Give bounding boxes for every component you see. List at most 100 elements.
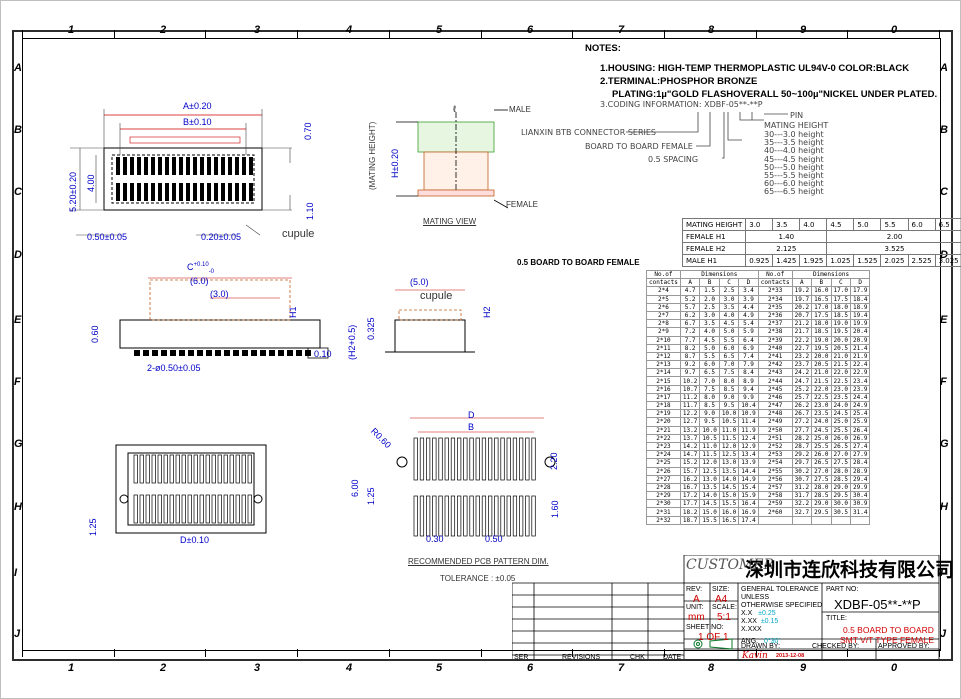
label-cupule: cupule <box>282 228 315 240</box>
table-cell: 13.4 <box>738 450 759 460</box>
pin-mark <box>186 157 190 175</box>
zone-letter-left: D <box>14 249 22 261</box>
table-cell: 2*45 <box>757 384 793 394</box>
table-cell: 2*15 <box>646 376 681 386</box>
pin-mark <box>130 157 134 175</box>
table-cell: 13.0 <box>699 474 720 484</box>
tb-xxxx: X.XXX <box>741 626 762 633</box>
table-cell: 24.9 <box>849 400 871 411</box>
coding-mh-title: MATING HEIGHT <box>764 121 829 130</box>
pin-mark <box>143 350 149 356</box>
pin-mark <box>525 437 530 481</box>
table-cell: 22.0 <box>830 368 851 378</box>
table-cell: 11.0 <box>699 441 720 452</box>
tb-xx: X.X <box>741 610 753 617</box>
table-cell: 12.2 <box>679 409 701 419</box>
table-cell: 14.7 <box>679 450 701 460</box>
table-cell <box>830 515 851 525</box>
zone-number-bottom: 1 <box>68 662 75 674</box>
dt-col-header: C <box>830 278 851 288</box>
zone-letter-right: E <box>940 314 948 326</box>
table-cell: 2*43 <box>757 368 793 378</box>
pin-mark <box>207 183 211 201</box>
zone-letter-right: G <box>940 438 949 450</box>
pin-mark <box>233 350 239 356</box>
pcb-dim-125: 1.25 <box>366 487 376 505</box>
pin-mark <box>139 454 144 484</box>
zone-number-bottom: 7 <box>618 662 625 674</box>
zone-number-bottom: 8 <box>708 662 715 674</box>
table-cell: 8.7 <box>679 351 701 362</box>
table-cell: 28.5 <box>811 491 832 501</box>
side-view-drawing <box>119 277 329 359</box>
table-cell: 29.5 <box>830 491 851 501</box>
table-cell: 4.7 <box>679 286 701 296</box>
table-cell: 27.0 <box>830 450 851 460</box>
table-cell: 13.5 <box>718 466 740 476</box>
table-cell: 13.2 <box>679 425 701 435</box>
table-cell: 25.5 <box>830 425 851 435</box>
pin-mark <box>223 494 228 524</box>
tb-scale: 5:1 <box>717 612 731 623</box>
pin-mark <box>228 183 232 201</box>
zone-number-top: 4 <box>346 24 353 36</box>
dim-30: (3.0) <box>210 289 229 299</box>
tb-title1: 0.5 BOARD TO BOARD <box>843 625 934 635</box>
ht-fh2-a: 2.125 <box>745 242 828 255</box>
zone-tick <box>847 30 849 38</box>
table-cell: 17.9 <box>849 286 871 296</box>
pin-mark <box>193 454 198 484</box>
pin-mark <box>450 495 456 537</box>
height-60: 60---6.0 height <box>764 179 824 189</box>
pin-mark <box>217 454 222 484</box>
zone-number-top: 0 <box>891 24 898 36</box>
table-cell: 18.0 <box>830 302 851 312</box>
pin-mark <box>506 495 511 537</box>
table-cell: 12.9 <box>738 441 759 452</box>
dim-holes: 2-ø0.50±0.05 <box>147 363 201 373</box>
zone-letter-right: I <box>940 567 944 579</box>
pin-mark <box>494 495 499 537</box>
dim-60: (6.0) <box>190 276 209 286</box>
ht-h4: 4.5 <box>826 218 855 231</box>
table-cell: 8.5 <box>699 400 720 411</box>
zone-tick <box>205 30 207 38</box>
dim-a: A±0.20 <box>183 101 212 111</box>
table-cell: 7.7 <box>679 335 701 345</box>
pin-mark <box>144 157 148 175</box>
pin-mark <box>163 494 168 524</box>
table-cell: 16.0 <box>718 507 740 517</box>
pin-mark <box>157 494 162 524</box>
tb-tolerance-block: GENERAL TOLERANCE UNLESS OTHERWISE SPECI… <box>741 586 822 646</box>
tb-title-label: TITLE: <box>826 615 848 622</box>
table-cell: 15.5 <box>699 515 720 525</box>
pin-mark <box>249 157 253 175</box>
ht-mh1-4: 1.025 <box>826 254 855 267</box>
zone-number-top: 9 <box>800 24 807 36</box>
table-cell: 2*8 <box>646 319 681 329</box>
table-cell: 6.9 <box>738 343 759 353</box>
table-cell: 14.9 <box>738 474 759 484</box>
pin-mark <box>242 350 248 356</box>
pin-mark <box>494 437 499 481</box>
table-cell: 26.0 <box>830 433 851 443</box>
table-cell: 10.2 <box>679 376 701 386</box>
table-cell: 15.4 <box>738 482 759 493</box>
pin-mark <box>172 157 176 175</box>
table-cell: 11.9 <box>738 425 759 435</box>
table-cell: 8.9 <box>738 376 759 386</box>
table-cell <box>811 515 832 525</box>
pin-mark <box>137 157 141 175</box>
pin-mark <box>152 350 158 356</box>
pin-mark <box>130 183 134 201</box>
zone-letter-left: H <box>14 501 22 513</box>
table-cell: 2*25 <box>646 458 681 468</box>
table-cell: 6.7 <box>679 319 701 329</box>
table-cell: 7.5 <box>699 384 720 394</box>
table-cell: 13.9 <box>738 458 759 468</box>
zone-tick <box>847 649 849 657</box>
